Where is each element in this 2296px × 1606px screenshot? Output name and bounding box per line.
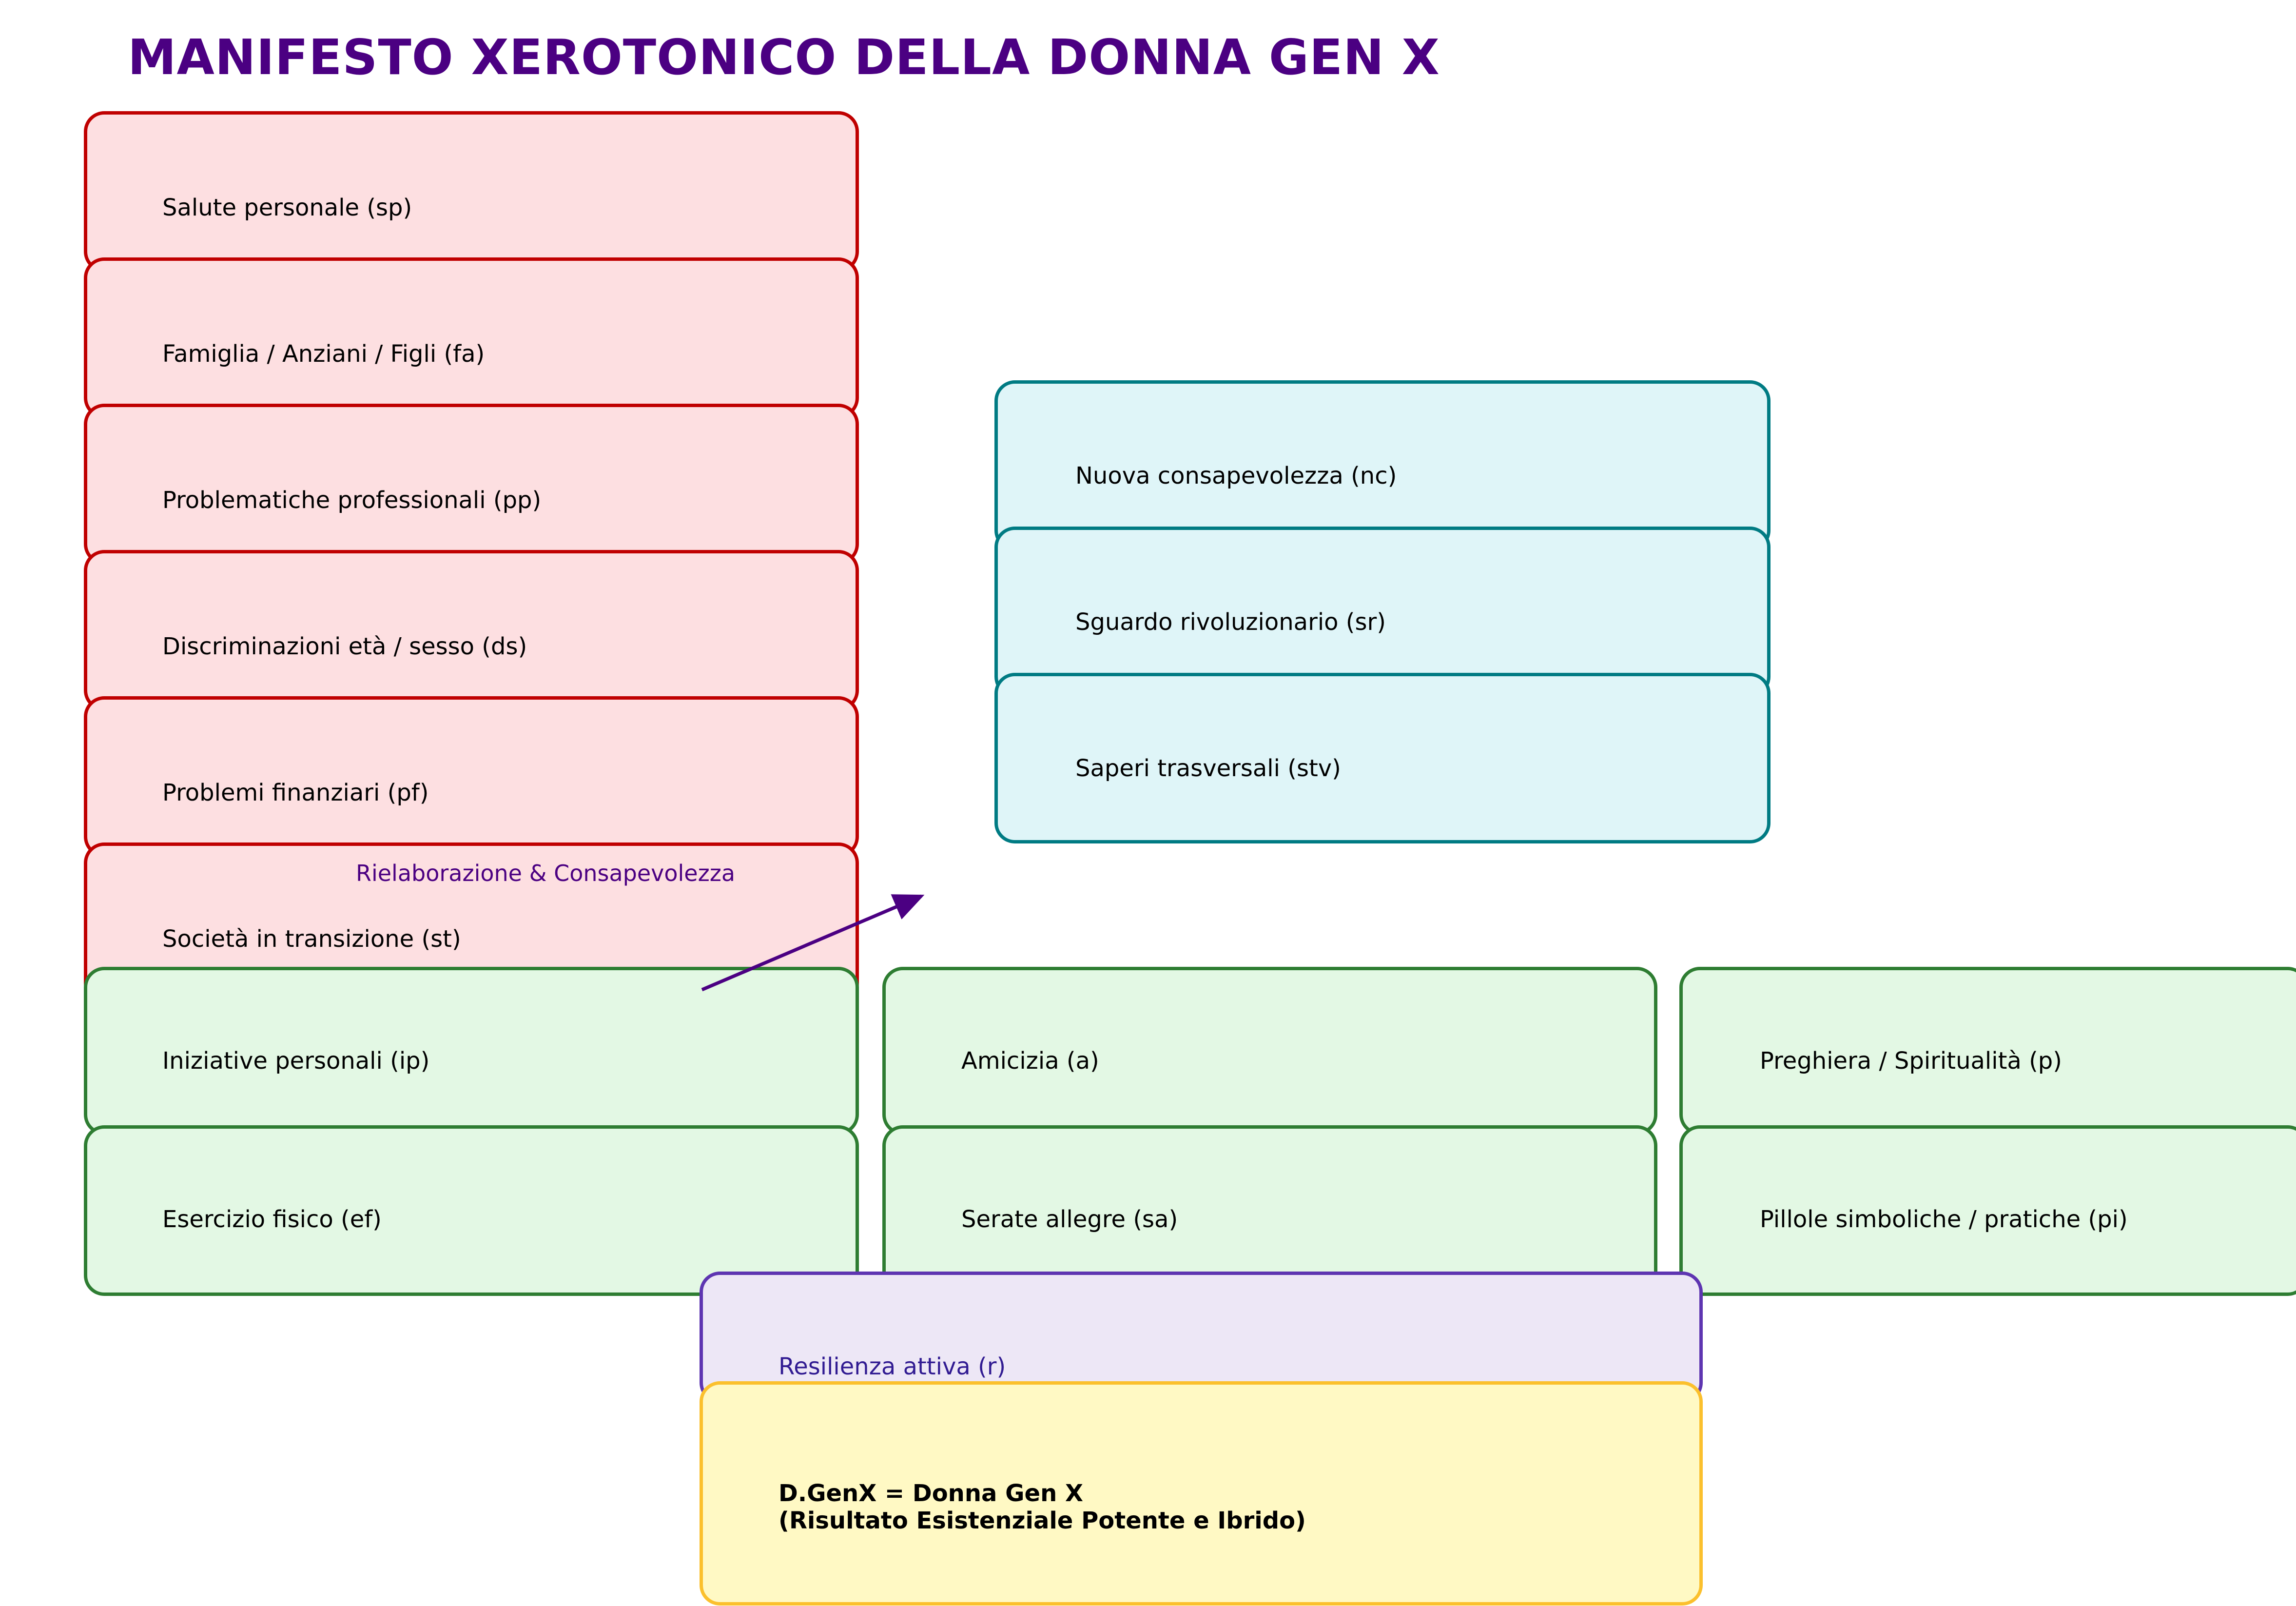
resource-box-a: [882, 967, 1657, 1135]
result-box: [700, 1381, 1703, 1606]
awareness-label-nc: Nuova consapevolezza (nc): [1075, 462, 1397, 490]
resource-label-sa: Serate allegre (sa): [961, 1206, 1178, 1233]
resource-box-sa: [882, 1125, 1657, 1296]
arrow-label: Rielaborazione & Consapevolezza: [356, 860, 736, 886]
challenge-box-pf: [84, 696, 859, 857]
challenge-box-pp: [84, 404, 859, 565]
resource-label-ef: Esercizio fisico (ef): [162, 1206, 382, 1233]
result-label: D.GenX = Donna Gen X (Risultato Esistenz…: [778, 1480, 1306, 1534]
resource-label-pi: Pillole simboliche / pratiche (pi): [1760, 1206, 2128, 1233]
awareness-label-sr: Sguardo rivoluzionario (sr): [1075, 608, 1386, 636]
awareness-box-stv: [994, 673, 1771, 843]
resource-label-a: Amicizia (a): [961, 1047, 1099, 1075]
resource-label-ip: Iniziative personali (ip): [162, 1047, 430, 1075]
resource-box-pi: [1679, 1125, 2296, 1296]
challenge-box-sp: [84, 111, 859, 272]
challenge-label-pp: Problematiche professionali (pp): [162, 487, 542, 514]
challenge-label-st: Società in transizione (st): [162, 925, 461, 953]
page-title: MANIFESTO XEROTONICO DELLA DONNA GEN X: [128, 29, 1440, 86]
resource-box-ef: [84, 1125, 859, 1296]
challenge-label-pf: Problemi finanziari (pf): [162, 779, 429, 806]
awareness-box-nc: [994, 380, 1771, 551]
resource-label-p: Preghiera / Spiritualità (p): [1760, 1047, 2062, 1075]
challenge-label-fa: Famiglia / Anziani / Figli (fa): [162, 340, 485, 368]
awareness-label-stv: Saperi trasversali (stv): [1075, 755, 1341, 782]
challenge-label-ds: Discriminazioni età / sesso (ds): [162, 633, 527, 660]
challenge-box-fa: [84, 257, 859, 418]
challenge-box-ds: [84, 550, 859, 711]
challenge-label-sp: Salute personale (sp): [162, 194, 412, 221]
